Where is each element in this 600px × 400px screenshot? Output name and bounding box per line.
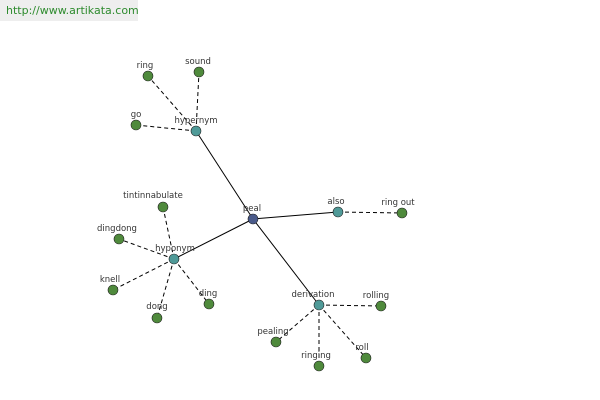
node-ring[interactable]: [142, 70, 154, 82]
label-ring[interactable]: ring: [137, 61, 154, 71]
node-roll[interactable]: [360, 352, 372, 364]
node-pealing[interactable]: [270, 336, 282, 348]
graph-nodes: [107, 66, 408, 372]
label-pealing[interactable]: pealing: [257, 327, 288, 337]
graph-edges: [112, 71, 403, 366]
label-sound[interactable]: sound: [185, 57, 211, 67]
label-roll[interactable]: roll: [355, 343, 368, 353]
edge-hyponym-tintinnabulate: [162, 206, 175, 260]
label-go[interactable]: go: [131, 110, 142, 120]
node-hyponym[interactable]: [168, 253, 180, 265]
node-dingdong[interactable]: [113, 233, 125, 245]
edge-hypernym-ring: [147, 75, 197, 132]
label-also[interactable]: also: [327, 197, 344, 207]
edge-peal-also: [252, 211, 339, 220]
edge-also-ring_out: [337, 211, 403, 214]
node-sound[interactable]: [193, 66, 205, 78]
edge-peal-hypernym: [195, 130, 254, 220]
node-derivation[interactable]: [313, 299, 325, 311]
node-ring-out[interactable]: [396, 207, 408, 219]
graph-labels: peal hypernym hyponym also derivation ring sou…: [97, 57, 415, 361]
label-peal[interactable]: peal: [243, 204, 261, 214]
node-dong[interactable]: [151, 312, 163, 324]
label-ringing[interactable]: ringing: [301, 351, 331, 361]
edge-peal-hyponym: [173, 218, 254, 260]
node-knell[interactable]: [107, 284, 119, 296]
node-peal[interactable]: [247, 213, 259, 225]
node-hypernym[interactable]: [190, 125, 202, 137]
node-tintinnabulate[interactable]: [157, 201, 169, 213]
node-go[interactable]: [130, 119, 142, 131]
edge-derivation-roll: [318, 304, 367, 359]
edge-hyponym-dingdong: [118, 238, 175, 260]
label-derivation[interactable]: derivation: [291, 290, 334, 300]
edge-derivation-pealing: [275, 304, 320, 343]
edge-hypernym-sound: [195, 71, 200, 132]
label-hyponym[interactable]: hyponym: [155, 244, 195, 254]
node-also[interactable]: [332, 206, 344, 218]
label-tintinnabulate[interactable]: tintinnabulate: [123, 191, 183, 201]
node-ding[interactable]: [203, 298, 215, 310]
edge-hypernym-go: [135, 124, 197, 132]
label-knell[interactable]: knell: [100, 275, 120, 285]
edge-peal-derivation: [252, 218, 320, 306]
label-dingdong[interactable]: dingdong: [97, 224, 137, 234]
site-url[interactable]: http://www.artikata.com: [0, 0, 139, 21]
label-rolling[interactable]: rolling: [363, 291, 389, 301]
edge-hyponym-knell: [112, 258, 175, 291]
label-dong[interactable]: dong: [146, 302, 167, 312]
edge-hyponym-ding: [173, 258, 210, 305]
node-rolling[interactable]: [375, 300, 387, 312]
edge-hyponym-dong: [156, 258, 175, 319]
label-ring-out[interactable]: ring out: [381, 198, 415, 208]
edge-derivation-rolling: [318, 304, 382, 307]
label-ding[interactable]: ding: [199, 289, 218, 299]
label-hypernym[interactable]: hypernym: [174, 116, 217, 126]
node-ringing[interactable]: [313, 360, 325, 372]
